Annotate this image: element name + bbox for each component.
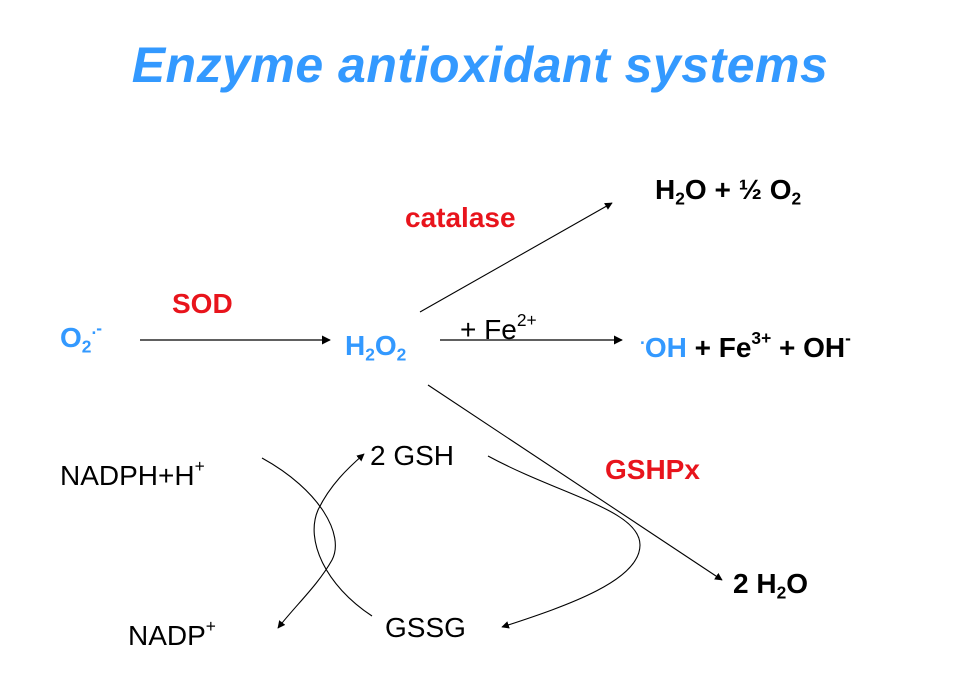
ferrous-iron-label: + Fe2+ <box>460 310 537 346</box>
gssg-to-gsh-arrow <box>313 453 373 617</box>
catalase-arrow <box>419 202 613 313</box>
sod-label: SOD <box>172 288 233 319</box>
gshpx-label: GSHPx <box>605 454 700 485</box>
nadph-to-nadp-arrow <box>261 457 336 629</box>
catalase-label: catalase <box>405 202 516 233</box>
gsh-to-gssg-arrow <box>487 455 641 629</box>
hydroxyl-product: .OH + Fe3+ + OH- <box>640 328 851 364</box>
page-title: Enzyme antioxidant systems <box>131 37 829 93</box>
gshpx-arrow <box>427 384 723 581</box>
water-oxygen-product: H2O + ½ O2 <box>655 174 802 209</box>
hydrogen-peroxide-label: H2O2 <box>345 330 407 365</box>
gssg-label: GSSG <box>385 612 466 643</box>
gsh-label: 2 GSH <box>370 440 455 471</box>
nadp-label: NADP+ <box>128 616 216 652</box>
nadph-label: NADPH+H+ <box>60 456 205 492</box>
superoxide-label: O2.- <box>60 318 103 357</box>
water-product: 2 H2O <box>733 568 809 603</box>
